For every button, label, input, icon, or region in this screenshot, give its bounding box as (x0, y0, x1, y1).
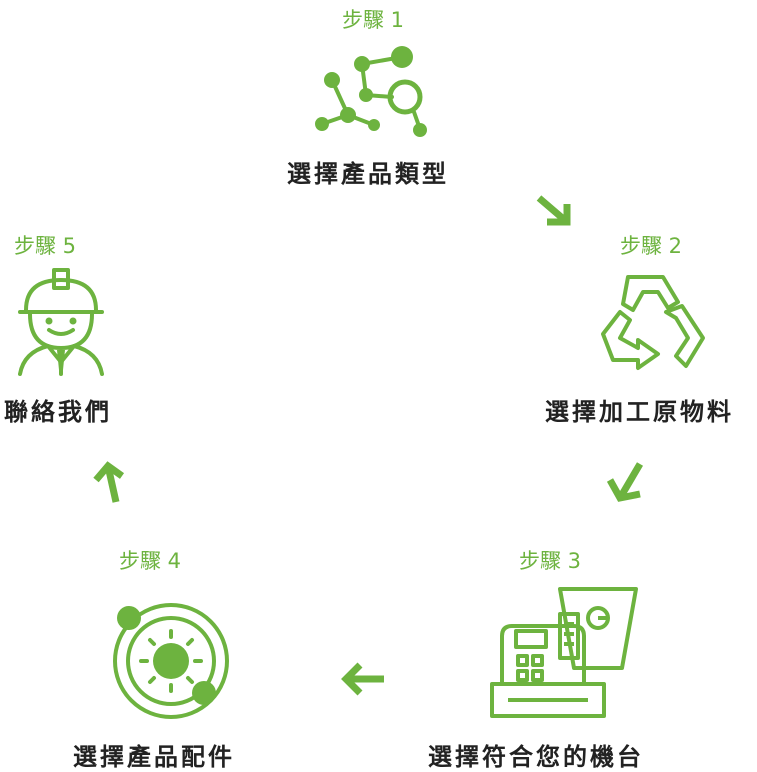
worker-icon (18, 268, 104, 376)
machine-icon (490, 587, 638, 718)
step-5-title: 聯絡我們 (4, 398, 112, 426)
step-3-label: 步驟 3 (519, 549, 582, 573)
step-2-label: 步驟 2 (620, 234, 683, 258)
step-4-title: 選擇產品配件 (73, 743, 235, 771)
arrow-step2-to-step3 (606, 462, 644, 502)
step-3-title: 選擇符合您的機台 (428, 743, 644, 771)
step-5-label: 步驟 5 (14, 234, 77, 258)
sun-orbit-icon (113, 603, 229, 719)
recycle-icon (601, 275, 705, 370)
arrow-step3-to-step4 (341, 662, 384, 696)
step-1-title: 選擇產品類型 (287, 160, 449, 188)
arrow-step1-to-step2 (536, 195, 571, 226)
molecule-icon (315, 46, 427, 137)
step-4-label: 步驟 4 (119, 549, 182, 573)
arrow-step4-to-step5 (93, 461, 125, 503)
step-1-label: 步驟 1 (342, 8, 405, 32)
step-2-title: 選擇加工原物料 (545, 398, 734, 426)
